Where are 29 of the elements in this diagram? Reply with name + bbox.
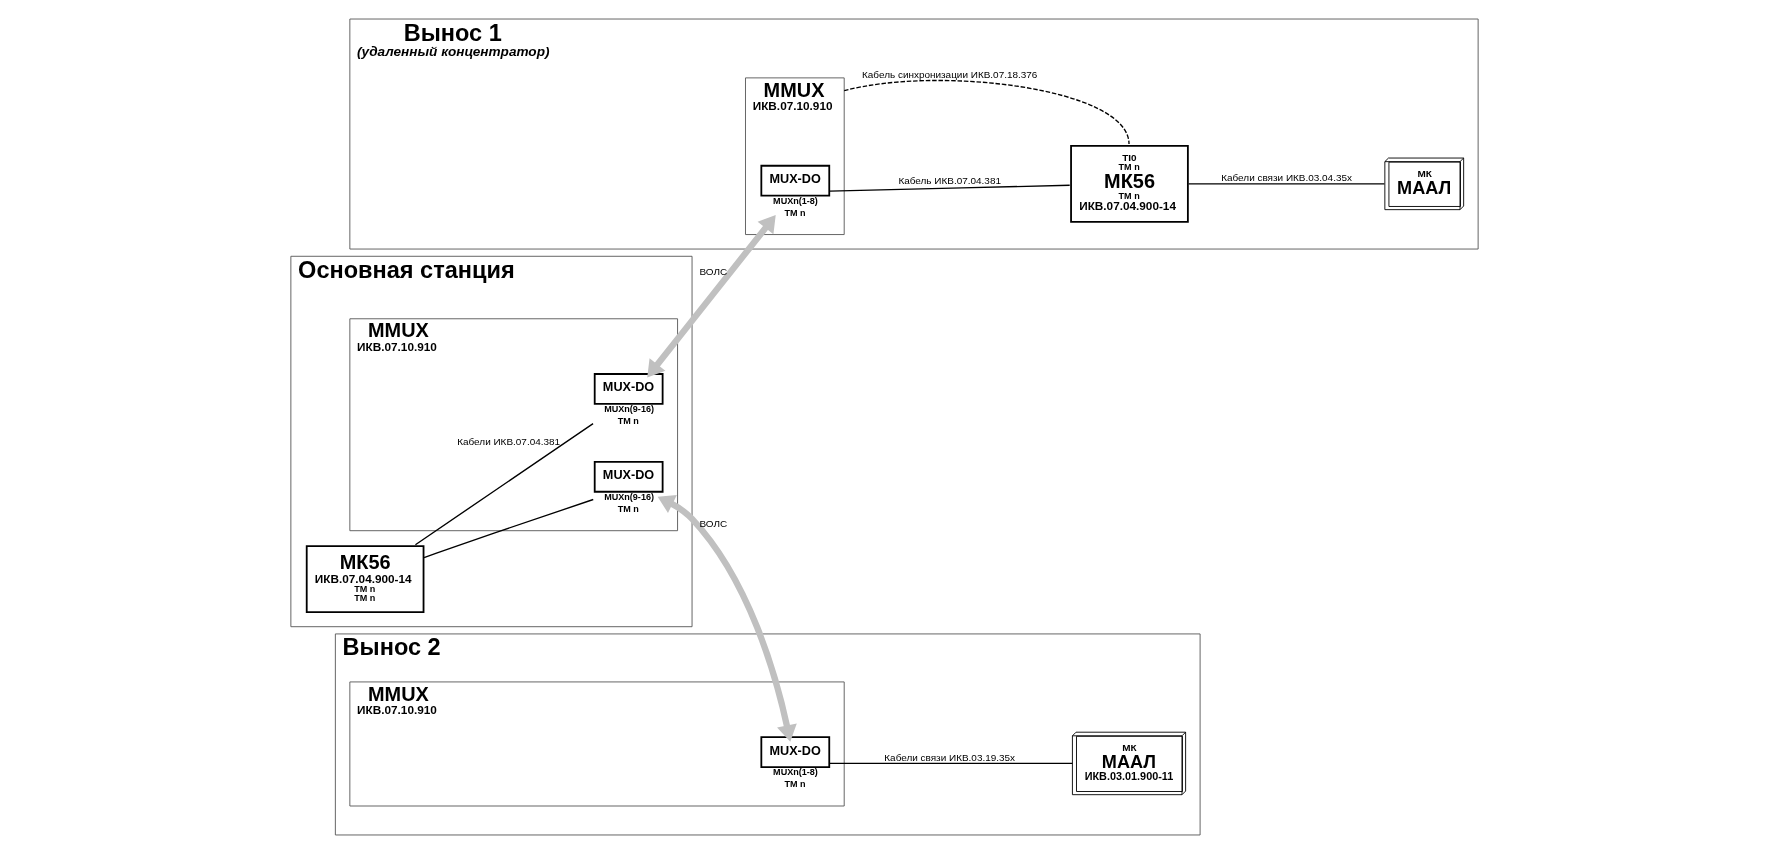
node-box: MUX-DO [593,373,664,405]
node-label: TM n [784,207,806,218]
connector [423,498,594,559]
node-label: TM n [784,778,806,789]
edge-label: ВОЛС [699,266,728,278]
node-box: MUX-DO [760,164,831,197]
node-label: MUXn(9-16) [604,404,654,415]
node-label: MUXn(1-8) [773,767,818,778]
node-label: TM n [617,415,639,426]
edge-label: Кабели ИКВ.07.04.381 [457,436,561,448]
edge-label: Кабель ИКВ.07.04.381 [898,174,1001,186]
edge-label: ВОЛС [699,517,728,529]
node-label: TM n [617,503,639,514]
connector [843,79,1130,145]
node-box: МК56 ИКВ.07.04.900-14 TM n TM n [305,545,425,614]
connector [414,422,594,546]
edge-label: Кабель синхронизации ИКВ.07.18.376 [862,68,1038,80]
connector [829,762,1074,765]
connector [829,184,1071,192]
node-box: MUX-DO [760,736,831,768]
edge-label: Кабели связи ИКВ.03.04.35x [1221,171,1352,183]
connector [1187,183,1386,185]
arrow [647,215,776,378]
node-box: MUX-DO [593,460,664,493]
node-box: TI0 TM n МК56 TM n ИКВ.07.04.900-14 [1070,144,1189,223]
arrow [657,494,797,742]
node-label: MUXn(9-16) [604,491,654,502]
node-label: MUXn(1-8) [773,195,818,206]
edge-label: Кабели связи ИКВ.03.19.35x [884,751,1016,763]
